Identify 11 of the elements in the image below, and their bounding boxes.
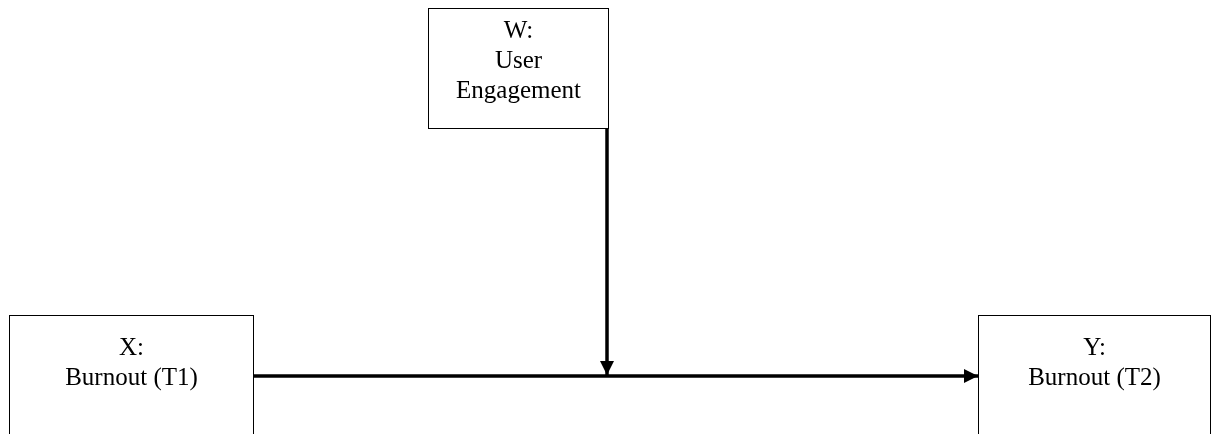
variable-box	[428, 8, 609, 129]
variable-name: Burnout (T1)	[65, 362, 198, 392]
variable-name: User Engagement	[455, 45, 582, 105]
variable-letter: Y:	[1083, 332, 1106, 362]
variable-box	[9, 315, 254, 434]
variable-box	[978, 315, 1211, 434]
variable-letter: W:	[503, 15, 534, 45]
arrow	[600, 129, 614, 375]
variable-letter: X:	[119, 332, 144, 362]
arrow	[254, 369, 978, 383]
variable-name: Burnout (T2)	[1028, 362, 1161, 392]
